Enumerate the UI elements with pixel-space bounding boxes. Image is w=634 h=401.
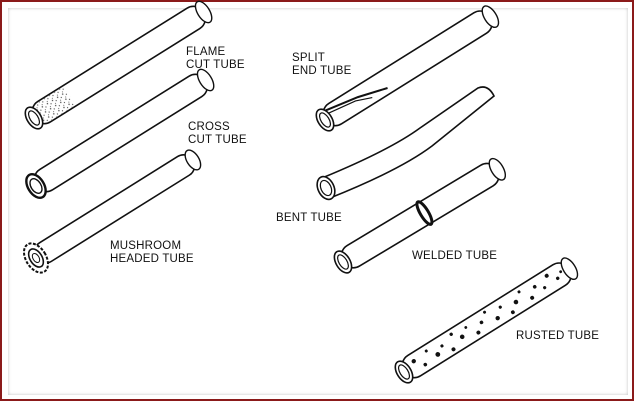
label-flame-cut-tube: FLAME CUT TUBE xyxy=(186,46,245,72)
label-split-end-tube: SPLIT END TUBE xyxy=(292,52,352,78)
label-line: MUSHROOM xyxy=(110,240,182,252)
label-mushroom-headed-tube: MUSHROOM HEADED TUBE xyxy=(110,240,194,266)
label-line: BENT TUBE xyxy=(276,212,342,224)
rusted-tube xyxy=(394,257,579,384)
label-line: HEADED TUBE xyxy=(110,253,194,265)
label-line: CUT TUBE xyxy=(188,134,247,146)
label-line: CROSS xyxy=(188,121,230,133)
label-bent-tube: BENT TUBE xyxy=(276,212,342,225)
label-cross-cut-tube: CROSS CUT TUBE xyxy=(188,121,247,147)
label-line: FLAME xyxy=(186,46,226,58)
split-end-tube xyxy=(315,5,500,132)
label-rusted-tube: RUSTED TUBE xyxy=(516,330,599,343)
label-line: WELDED TUBE xyxy=(412,250,498,262)
flame-cut-tube xyxy=(24,0,213,130)
welded-tube xyxy=(333,157,507,274)
label-line: SPLIT xyxy=(292,52,325,64)
bent-tube xyxy=(316,86,496,201)
label-line: RUSTED TUBE xyxy=(516,330,600,342)
mushroom-headed-tube xyxy=(23,149,202,274)
label-line: CUT TUBE xyxy=(186,59,245,71)
label-welded-tube: WELDED TUBE xyxy=(412,250,497,263)
label-line: END TUBE xyxy=(292,65,352,77)
cross-cut-tube xyxy=(25,68,215,200)
